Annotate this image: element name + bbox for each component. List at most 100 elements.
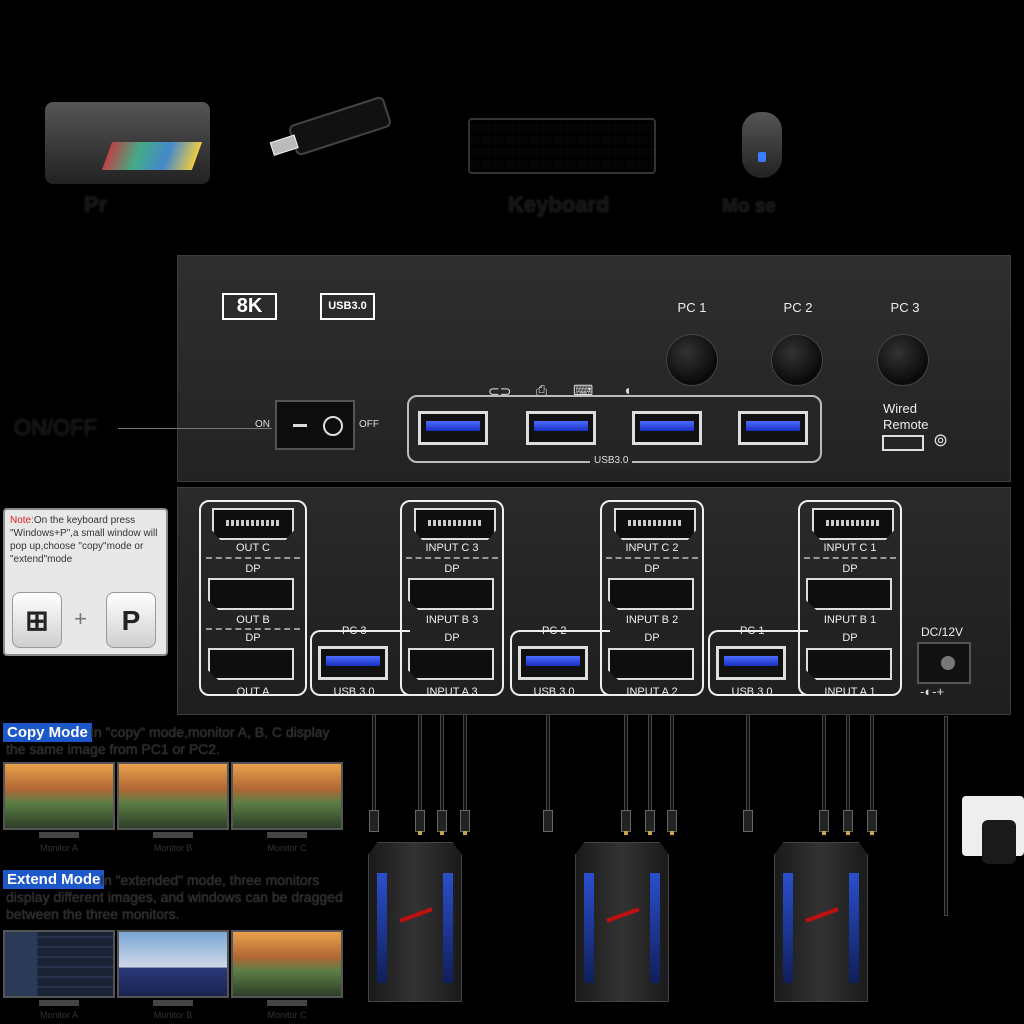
pc3-button-label: PC 3 xyxy=(890,300,920,315)
plus-sign: + xyxy=(74,606,87,631)
pc2-cable-3 xyxy=(648,714,652,814)
pc1-button[interactable] xyxy=(666,334,718,386)
pc1-input-a-dp-port[interactable] xyxy=(806,648,892,680)
pc1-tower xyxy=(774,842,868,1002)
pc3-usb-label: USB 3.0 xyxy=(333,686,375,698)
pc3-input-frame xyxy=(400,500,504,696)
pc1-usb-port[interactable] xyxy=(716,646,786,680)
pc1-input-a-label: INPUT A 1 xyxy=(824,686,876,698)
note-prefix: Note: xyxy=(10,515,34,526)
pc2-button-label: PC 2 xyxy=(783,300,813,315)
power-switch[interactable] xyxy=(275,400,355,450)
usb-port-1[interactable] xyxy=(418,411,488,445)
pc1-usb-label: USB 3.0 xyxy=(731,686,773,698)
out-a-dp-port[interactable] xyxy=(208,648,294,680)
pc1-cable-3 xyxy=(846,714,850,814)
divider xyxy=(206,628,300,630)
pc3-label: PC 3 xyxy=(342,625,367,637)
pc3-input-b-label: INPUT B 3 xyxy=(425,614,479,626)
pc3-dp2-label: DP xyxy=(444,632,460,644)
pc2-connector-2 xyxy=(621,810,631,835)
switch-on-label: ON xyxy=(255,419,270,430)
pc2-input-c-hdmi-port[interactable] xyxy=(614,508,696,540)
monitor-stand xyxy=(267,1000,307,1006)
copy-mode-tag: Copy Mode xyxy=(3,723,92,742)
pc1-cable-4 xyxy=(870,714,874,814)
pc2-usb-port[interactable] xyxy=(518,646,588,680)
pc2-usb-label: USB 3.0 xyxy=(533,686,575,698)
divider xyxy=(606,557,698,559)
pc3-dp1-label: DP xyxy=(444,563,460,575)
pc2-connector-3 xyxy=(645,810,655,835)
out-b-dp-port[interactable] xyxy=(208,578,294,610)
pc2-button[interactable] xyxy=(771,334,823,386)
badge-usb3: USB3.0 xyxy=(320,293,375,320)
power-cable xyxy=(944,716,948,916)
pc1-cable-2 xyxy=(822,714,826,814)
usb-port-2[interactable] xyxy=(526,411,596,445)
usb-port-4[interactable] xyxy=(738,411,808,445)
out-a-dp-label: DP xyxy=(245,632,261,644)
pc1-dp2-label: DP xyxy=(842,632,858,644)
pc2-usb-frame xyxy=(510,630,610,696)
pc1-dp1-label: DP xyxy=(842,563,858,575)
keyboard-small-icon: ⌨ xyxy=(573,382,594,398)
dc-power-jack[interactable] xyxy=(917,642,971,684)
printer-label: Pr xyxy=(84,192,108,217)
pc1-connector-4 xyxy=(867,810,877,835)
pc1-connector-1 xyxy=(743,810,753,832)
monitor-stand xyxy=(153,832,193,838)
pc2-cable-2 xyxy=(624,714,628,814)
pc2-input-b-dp-port[interactable] xyxy=(608,578,694,610)
usb-port-3[interactable] xyxy=(632,411,702,445)
pc3-input-c-label: INPUT C 3 xyxy=(425,542,479,554)
dc-label: DC/12V xyxy=(921,625,964,639)
badge-8k: 8K xyxy=(222,293,277,320)
pc1-usb-frame xyxy=(708,630,808,696)
pc1-input-c-label: INPUT C 1 xyxy=(823,542,877,554)
pc2-cable-4 xyxy=(670,714,674,814)
out-c-hdmi-port[interactable] xyxy=(212,508,294,540)
windows-key-icon: ⊞ xyxy=(12,592,62,648)
pc2-tower xyxy=(575,842,669,1002)
pc1-input-c-hdmi-port[interactable] xyxy=(812,508,894,540)
monitor-stand xyxy=(39,832,79,838)
pc1-input-b-label: INPUT B 1 xyxy=(823,614,877,626)
pc3-usb-frame xyxy=(310,630,410,696)
copy-monitor-a-label: Monitor A xyxy=(39,843,79,853)
dc-polarity-icon: -◐-+ xyxy=(920,684,945,699)
copy-monitor-c-label: Monitor C xyxy=(267,843,307,853)
pc2-dp2-label: DP xyxy=(644,632,660,644)
pc1-cable-1 xyxy=(746,714,750,814)
remote-port[interactable] xyxy=(882,435,924,451)
pc2-connector-1 xyxy=(543,810,553,832)
pc2-cable-1 xyxy=(546,714,550,814)
pc3-cable-1 xyxy=(372,714,376,814)
out-b-label: OUT B xyxy=(236,614,270,626)
monitor-stand xyxy=(267,832,307,838)
extend-monitor-c-label: Monitor C xyxy=(267,1010,307,1020)
pc2-dp1-label: DP xyxy=(644,563,660,575)
extend-monitor-a xyxy=(3,930,115,998)
remote-jack-icon: ⊚ xyxy=(933,430,949,450)
pc3-connector-4 xyxy=(460,810,470,835)
pc1-label: PC 1 xyxy=(740,625,765,637)
pc2-connector-4 xyxy=(667,810,677,835)
pc3-connector-3 xyxy=(437,810,447,835)
copy-monitor-a xyxy=(3,762,115,830)
switch-off-label: OFF xyxy=(359,419,379,430)
keyboard-label: Keyboard xyxy=(508,192,610,217)
pc3-input-b-dp-port[interactable] xyxy=(408,578,494,610)
pc2-input-frame xyxy=(600,500,704,696)
pc1-input-b-dp-port[interactable] xyxy=(806,578,892,610)
pc2-label: PC 2 xyxy=(542,625,567,637)
monitor-stand xyxy=(39,1000,79,1006)
copy-mode-text: In "copy" mode,monitor A, B, C display t… xyxy=(6,724,330,757)
pc3-input-c-hdmi-port[interactable] xyxy=(414,508,496,540)
pc3-cable-4 xyxy=(463,714,467,814)
pc3-button[interactable] xyxy=(877,334,929,386)
pc3-input-a-dp-port[interactable] xyxy=(408,648,494,680)
extend-mode-text: In "extended" mode, three monitors displ… xyxy=(6,872,343,922)
pc3-usb-port[interactable] xyxy=(318,646,388,680)
pc2-input-a-dp-port[interactable] xyxy=(608,648,694,680)
